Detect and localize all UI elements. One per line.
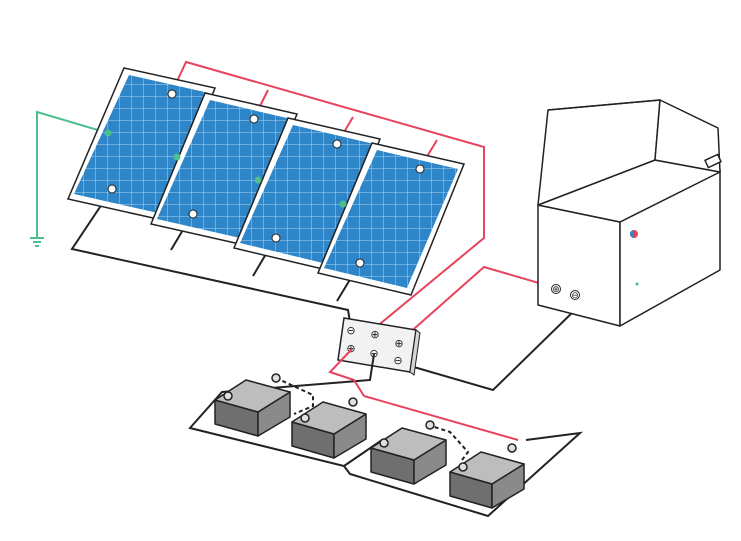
- charge-controller: ⊖ ⊕ ⊕ ⊕ ⊖ ⊖: [337, 317, 421, 376]
- controller-panel-negative: ⊖: [346, 324, 355, 337]
- ground-connection-dots: [104, 129, 347, 208]
- solar-panel: [66, 67, 217, 221]
- battery-negative-wire: [188, 353, 584, 518]
- chest-freezer-icon: [537, 99, 722, 327]
- battery: [291, 397, 367, 459]
- freezer-positive-terminal: ⊕: [552, 285, 560, 295]
- battery: [214, 373, 291, 437]
- battery: [370, 420, 447, 485]
- freezer-negative-terminal: ⊖: [571, 291, 579, 301]
- battery: [449, 443, 525, 509]
- battery-positive-wire: [328, 348, 519, 441]
- ground-icon: [30, 237, 44, 247]
- controller-load-positive: ⊕: [394, 337, 403, 350]
- controller-load-negative: ⊖: [393, 354, 402, 367]
- controller-battery-positive: ⊕: [346, 342, 355, 355]
- controller-panel-positive: ⊕: [370, 328, 379, 341]
- battery-link-wire: [275, 377, 470, 461]
- controller-battery-negative: ⊖: [369, 347, 378, 360]
- solar-panel: [316, 142, 466, 296]
- freezer-terminals: ⊕ ⊖: [551, 284, 580, 301]
